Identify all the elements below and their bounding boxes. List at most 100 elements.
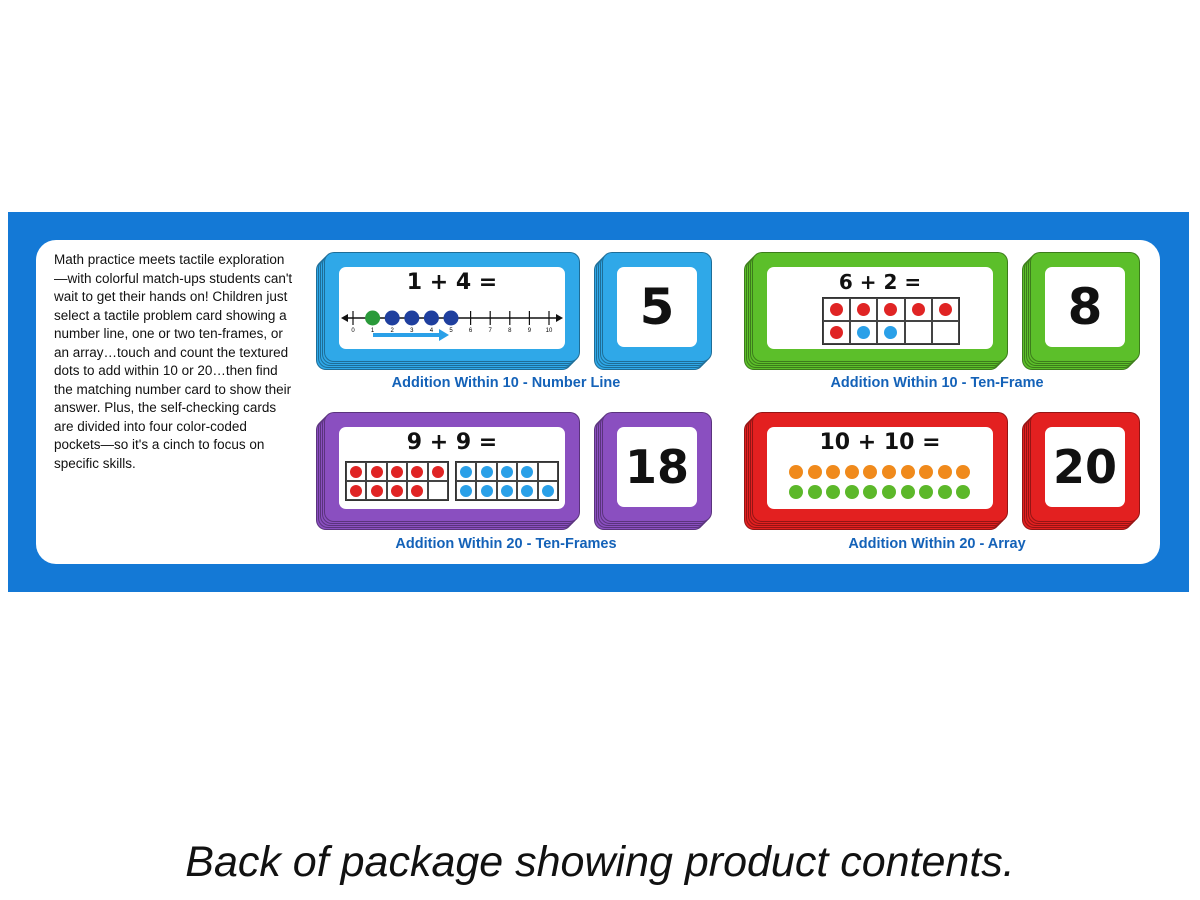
array-dot (919, 485, 934, 499)
equation-number-line: 1 + 4 = (406, 270, 498, 295)
counter-dot (370, 484, 383, 497)
problem-card-ten-frames: 9 + 9 = (316, 412, 580, 530)
counter-dot (857, 303, 871, 316)
ten-frame-cell (346, 481, 367, 500)
ten-frame-cell (517, 481, 538, 500)
problem-card-ten-frame: 6 + 2 = (744, 252, 1008, 370)
number-line-tick-label: 2 (391, 328, 395, 334)
number-line-tick-label: 1 (371, 328, 375, 334)
caption-ten-frame: Addition Within 10 - Ten-Frame (830, 375, 1044, 391)
answer-card-18: 18 (594, 412, 712, 530)
ten-frame-right (455, 461, 559, 501)
dot-array (789, 465, 973, 505)
array-dot (789, 465, 803, 479)
answer-number: 20 (1052, 440, 1117, 494)
ten-frame-cell (850, 298, 878, 321)
number-line-tick-label: 6 (469, 328, 473, 334)
ten-frame-cell (386, 462, 408, 481)
number-line-tick-label: 8 (508, 328, 512, 334)
ten-frame-cell (366, 481, 387, 500)
array-dot (900, 465, 915, 479)
ten-frame-cell (476, 462, 497, 481)
array-dot (863, 485, 878, 499)
ten-frame-cell (456, 462, 477, 481)
array-dot (826, 465, 841, 479)
counter-dot (884, 326, 898, 339)
ten-frame-cell (427, 481, 448, 500)
number-line-tick-label: 7 (489, 328, 493, 334)
counter-dot (431, 465, 444, 478)
ten-frame-cell (517, 462, 538, 481)
ten-frame-cell (537, 462, 558, 481)
array-dot (844, 485, 859, 499)
ten-frame-cell (407, 462, 428, 481)
ten-frame (822, 297, 960, 345)
ten-frame-cell (346, 462, 367, 481)
number-line-dot (423, 310, 439, 326)
ten-frame-cell (366, 462, 387, 481)
array-dot (937, 485, 952, 499)
ten-frame-cell (823, 298, 851, 321)
counter-dot (500, 465, 513, 478)
ten-frame-cell (904, 298, 932, 321)
ten-frame-cell (407, 481, 428, 500)
counter-dot (500, 484, 513, 497)
array-dot (807, 465, 822, 479)
number-line-tick-label: 10 (546, 328, 553, 334)
array-dot (863, 465, 878, 479)
answer-card-20: 20 (1022, 412, 1140, 530)
array-dot (789, 485, 803, 499)
answer-card-8: 8 (1022, 252, 1140, 370)
number-line-tick-label: 3 (410, 328, 414, 334)
array-dot (900, 485, 915, 499)
counter-dot (480, 484, 493, 497)
counter-dot (411, 465, 424, 478)
counter-dot (480, 465, 493, 478)
ten-frame-cell (931, 321, 959, 344)
footer-caption: Back of package showing product contents… (185, 838, 1015, 886)
counter-dot (521, 484, 534, 497)
product-description: Math practice meets tactile exploration—… (54, 252, 293, 471)
ten-frame-left (345, 461, 449, 501)
counter-dot (938, 303, 952, 316)
counter-dot (541, 484, 554, 497)
equation-array: 10 + 10 = (819, 430, 941, 455)
answer-card-5: 5 (594, 252, 712, 370)
number-line-dot (384, 310, 400, 326)
number-line-tick-label: 4 (430, 328, 434, 334)
caption-array: Addition Within 20 - Array (848, 536, 1026, 552)
array-dot (844, 465, 859, 479)
answer-number: 18 (624, 440, 689, 494)
counter-dot (350, 484, 363, 497)
counter-dot (911, 303, 925, 316)
counter-dot (830, 303, 844, 316)
array-dot (937, 465, 952, 479)
counter-dot (857, 326, 871, 339)
number-line-tick-label: 5 (449, 328, 453, 334)
ten-frame-cell (537, 481, 558, 500)
counter-dot (830, 326, 844, 339)
ten-frame-cell (456, 481, 477, 500)
counter-dot (350, 465, 363, 478)
array-dot (956, 465, 971, 479)
answer-number: 8 (1067, 278, 1103, 336)
counter-dot (390, 465, 403, 478)
equation-ten-frames: 9 + 9 = (406, 430, 498, 455)
answer-number: 5 (639, 278, 675, 336)
array-dot (826, 485, 841, 499)
caption-ten-frames: Addition Within 20 - Ten-Frames (395, 536, 617, 552)
array-dot (919, 465, 934, 479)
counter-dot (390, 484, 403, 497)
ten-frame-cell (904, 321, 932, 344)
ten-frame-cell (476, 481, 497, 500)
array-dot (882, 465, 896, 479)
counter-dot (460, 484, 473, 497)
ten-frame-cell (877, 298, 905, 321)
number-line-tick-label: 9 (528, 328, 532, 334)
counter-dot (884, 303, 898, 316)
counter-dot (460, 465, 473, 478)
counter-dot (370, 465, 383, 478)
ten-frame-cell (427, 462, 448, 481)
